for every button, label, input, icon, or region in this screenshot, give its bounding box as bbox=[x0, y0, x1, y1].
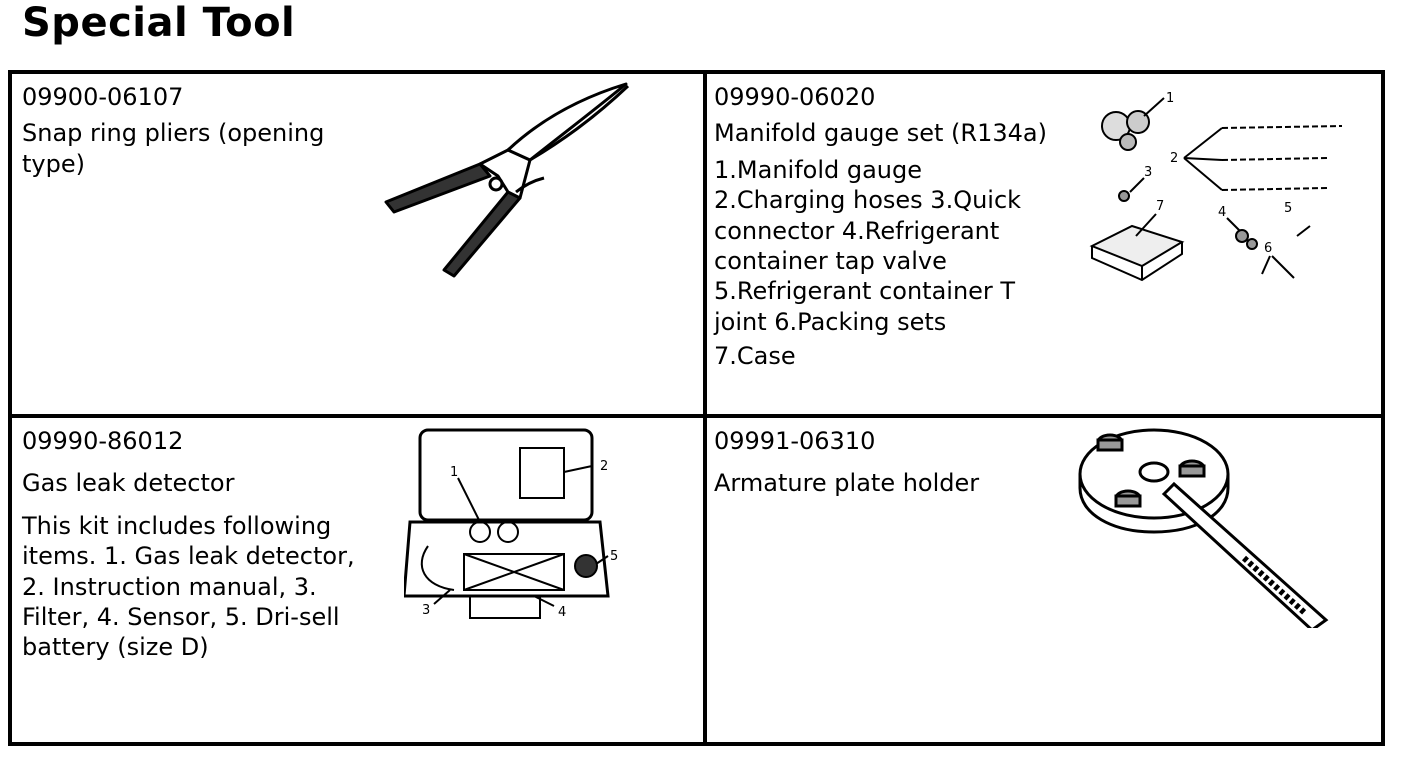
callout-5: 5 bbox=[610, 549, 618, 564]
tool-name: Armature plate holder bbox=[714, 469, 980, 498]
callout-4: 4 bbox=[1218, 205, 1226, 220]
part-number: 09990-06020 bbox=[714, 83, 876, 111]
armature-plate-holder-icon bbox=[1078, 428, 1329, 628]
callout-1: 1 bbox=[1166, 91, 1174, 106]
page-title: Special Tool bbox=[22, 0, 296, 46]
table-divider-vertical bbox=[703, 74, 707, 742]
callout-6: 6 bbox=[1264, 241, 1272, 256]
table-divider-horizontal bbox=[12, 414, 1381, 418]
part-number: 09900-06107 bbox=[22, 83, 184, 111]
callout-3: 3 bbox=[1144, 165, 1152, 180]
gas-leak-detector-kit-icon: 1 2 3 4 5 bbox=[404, 428, 618, 620]
tool-cell-gas-leak-detector: 09990-86012 Gas leak detector This kit i… bbox=[22, 426, 382, 663]
tool-cell-snap-ring-pliers: 09900-06107 Snap ring pliers (opening ty… bbox=[22, 82, 382, 185]
tool-cell-armature-plate-holder: 09991-06310 Armature plate holder bbox=[714, 426, 1054, 505]
manifold-gauge-set-icon: 1 2 3 4 5 6 7 bbox=[1089, 91, 1343, 282]
callout-2: 2 bbox=[600, 459, 608, 474]
tool-name: Snap ring pliers (opening type) bbox=[22, 119, 325, 178]
tool-cell-manifold-gauge-set: 09990-06020 Manifold gauge set (R134a) 1… bbox=[714, 82, 1054, 372]
callout-1: 1 bbox=[450, 465, 458, 480]
callout-3: 3 bbox=[422, 603, 430, 618]
snap-ring-pliers-icon bbox=[384, 82, 630, 278]
tool-name: Manifold gauge set (R134a) bbox=[714, 119, 1047, 148]
tool-description: This kit includes following items. 1. Ga… bbox=[22, 511, 355, 662]
part-number: 09991-06310 bbox=[714, 427, 876, 455]
part-number: 09990-86012 bbox=[22, 427, 184, 455]
callout-5: 5 bbox=[1284, 201, 1292, 216]
callout-4: 4 bbox=[558, 605, 566, 620]
callout-2: 2 bbox=[1170, 151, 1178, 166]
callout-7: 7 bbox=[1156, 199, 1164, 214]
special-tool-table: 09900-06107 Snap ring pliers (opening ty… bbox=[8, 70, 1385, 746]
tool-name: Gas leak detector bbox=[22, 469, 235, 498]
tool-description: 1.Manifold gauge 2.Charging hoses 3.Quic… bbox=[714, 155, 1022, 336]
tool-description-last: 7.Case bbox=[714, 342, 796, 371]
